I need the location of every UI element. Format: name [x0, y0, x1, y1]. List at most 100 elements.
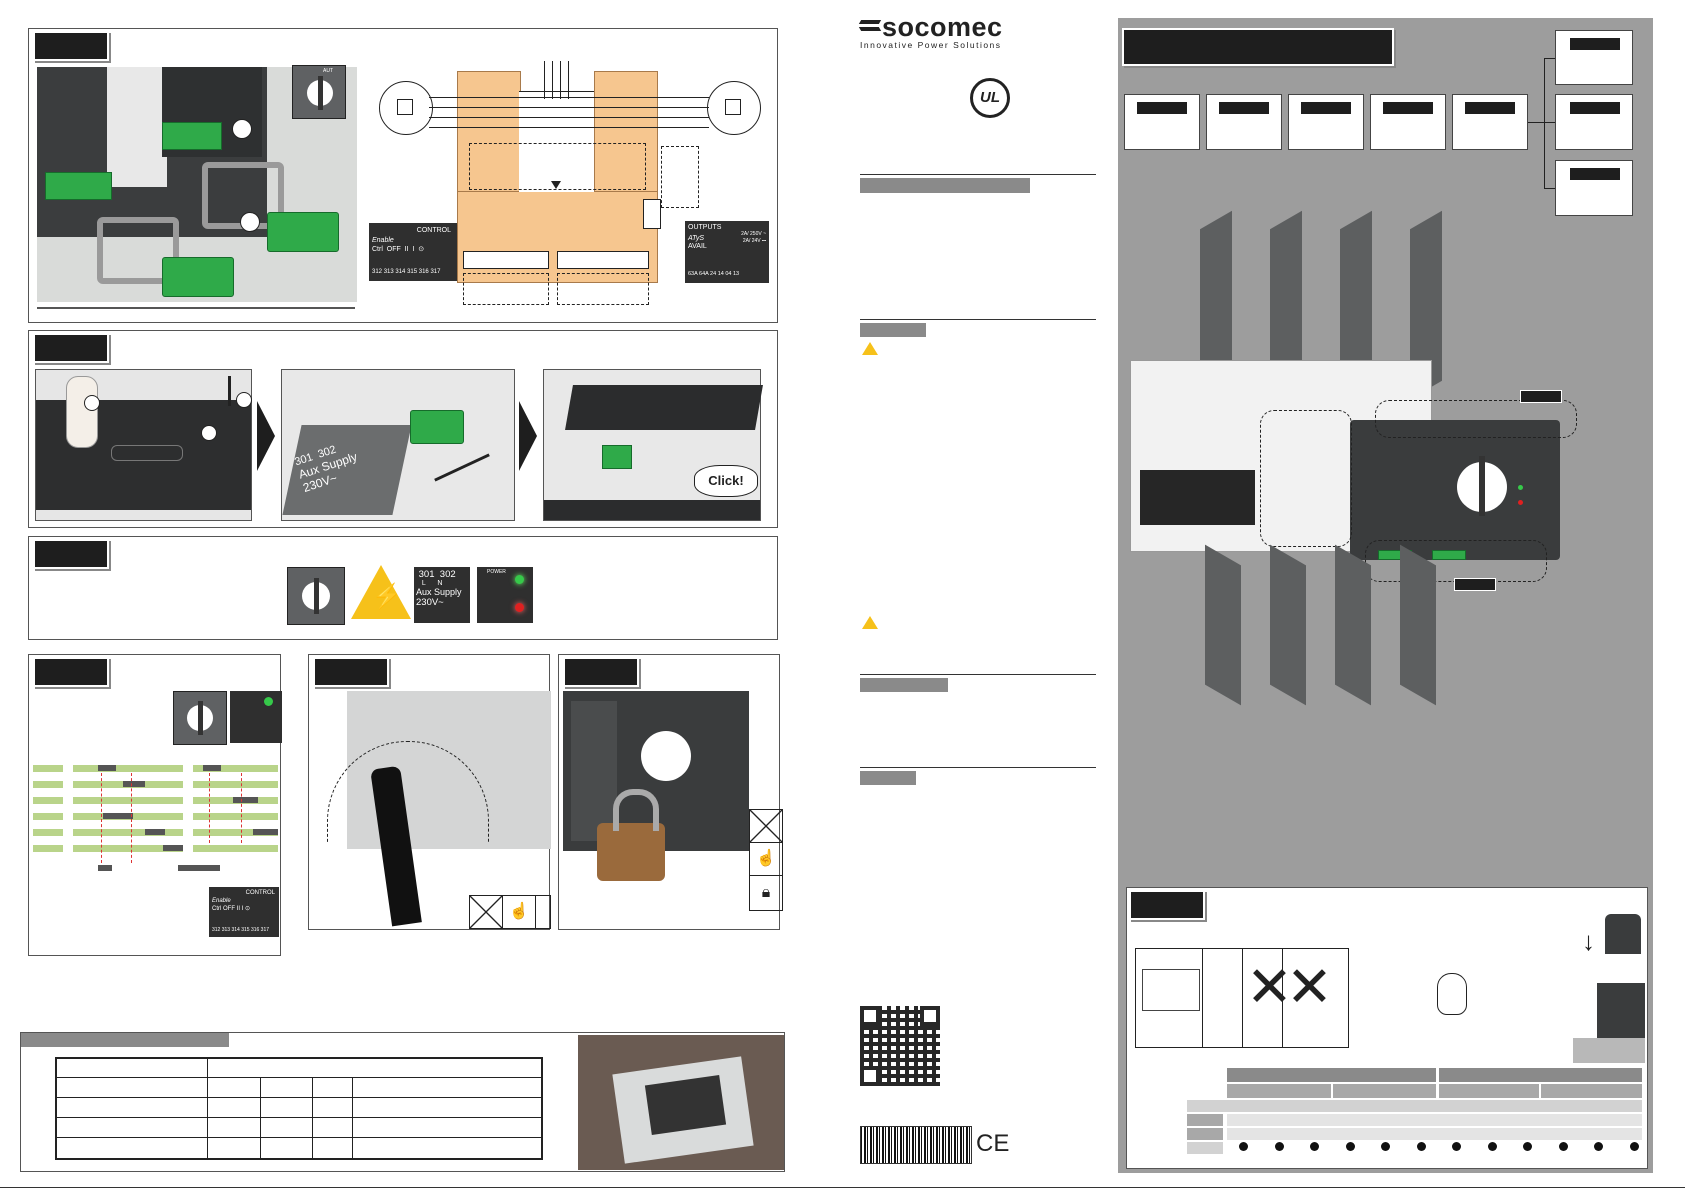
section-header	[313, 657, 389, 687]
aut-switch-icon: AUT	[292, 65, 346, 119]
compat-dot	[1594, 1142, 1604, 1151]
step-circle	[240, 212, 260, 232]
power-led-indicator: POWER	[477, 567, 533, 623]
divider	[860, 319, 1096, 320]
aut-switch-icon	[173, 691, 227, 745]
flow-box	[1555, 94, 1633, 150]
controller-module	[1350, 420, 1560, 560]
click-burst: Click!	[694, 465, 758, 497]
padlock-icon: 🔒︎	[749, 875, 783, 911]
flow-box	[1206, 94, 1282, 150]
source-circle-right	[707, 81, 761, 135]
section-header-bar	[860, 678, 948, 692]
divider	[860, 174, 1096, 175]
flow-connector	[1544, 58, 1545, 188]
lightning-bolt-icon: ⚡	[372, 583, 402, 610]
aux-supply-plug	[410, 410, 464, 444]
terminal-strip	[463, 251, 549, 269]
section-header	[33, 31, 109, 61]
control-terminal-label: CONTROL Enable Ctrl OFF II I ⊙ 312 313 3…	[369, 223, 457, 281]
module-removal-photo	[578, 1035, 784, 1170]
bracket-top	[1605, 914, 1641, 954]
section-header	[33, 657, 109, 687]
compat-dot	[1274, 1142, 1284, 1151]
control-terminal-label: CONTROL Enable Ctrl OFF II I ⊙ 312 313 3…	[209, 887, 279, 937]
compat-table	[1187, 1068, 1642, 1154]
flow-box	[1452, 94, 1528, 150]
forbidden-icon	[469, 895, 503, 929]
led-green	[515, 575, 524, 584]
padlock	[597, 823, 665, 881]
section-wiring-panel: AUT	[28, 28, 778, 323]
step-circle	[201, 425, 217, 441]
terminal-strip	[557, 251, 649, 269]
wiring-diagram	[369, 51, 769, 316]
keyhole-diagram	[1437, 973, 1467, 1015]
brand-name: socomec	[882, 12, 1003, 42]
section-power-panel: ⚡ 301 302 L N Aux Supply 230V~ POWER	[28, 536, 778, 640]
compat-dot	[1487, 1142, 1497, 1151]
flow-box	[1555, 160, 1633, 216]
table-header-bar	[21, 1033, 229, 1047]
compat-dot	[1452, 1142, 1462, 1151]
aut-switch-icon	[287, 567, 345, 625]
left-page: AUT	[18, 18, 785, 1178]
led-green	[264, 697, 273, 706]
flow-box	[1288, 94, 1364, 150]
compat-dot	[1239, 1142, 1248, 1151]
section-header	[563, 657, 639, 687]
step-circle	[84, 395, 100, 411]
divider	[860, 767, 1096, 768]
mounting-panel: ✕ ✕ ↓	[1126, 887, 1648, 1169]
flow-connector	[1528, 122, 1544, 123]
led-green	[1518, 485, 1523, 490]
aux-supply-label: 301 302 L N Aux Supply 230V~	[414, 567, 470, 623]
brand-tagline: Innovative Power Solutions	[860, 40, 1002, 50]
arrow-down-icon: ↓	[1582, 926, 1595, 956]
section-aux-supply-panel: 301 302 Aux Supply 230V~ Click!	[28, 330, 778, 528]
warning-icon	[862, 616, 878, 629]
aux-supply-plug	[602, 445, 632, 469]
compat-dot	[1345, 1142, 1355, 1151]
led-red	[1518, 500, 1523, 505]
terminal-cover	[97, 217, 179, 284]
compat-dot	[1416, 1142, 1426, 1151]
section-header-bar	[860, 178, 1030, 193]
section-header	[33, 333, 109, 363]
section-header-bar	[860, 323, 926, 337]
middle-column: socomec Innovative Power Solutions UL CE	[858, 12, 1098, 1178]
warning-icon	[862, 342, 878, 355]
divider	[860, 674, 1096, 675]
terminal-plug	[162, 257, 234, 297]
compat-dot	[1558, 1142, 1568, 1151]
forbidden-icon	[749, 809, 783, 843]
flow-box	[1124, 94, 1200, 150]
timing-diagram	[33, 765, 278, 875]
power-led-indicator	[230, 691, 282, 743]
step-arrow	[519, 401, 537, 471]
section-header	[1129, 890, 1205, 920]
fold-line	[0, 1187, 1685, 1188]
right-page-header	[1122, 28, 1394, 66]
spec-table	[55, 1057, 543, 1160]
ce-mark: CE	[976, 1130, 1010, 1157]
section-test-panel: CONTROL Enable Ctrl OFF II I ⊙ 312 313 3…	[28, 654, 282, 956]
compat-dots	[1239, 1142, 1639, 1154]
step-arrow	[257, 401, 275, 471]
controller-block-orange	[457, 191, 658, 283]
source-circle-left	[379, 81, 433, 135]
compat-dot	[1310, 1142, 1320, 1151]
not-allowed-mark: ✕	[1286, 955, 1333, 1018]
compat-dot	[1381, 1142, 1391, 1151]
terminal-plug	[45, 172, 112, 200]
compat-dot	[1523, 1142, 1533, 1151]
step-image-2: 301 302 Aux Supply 230V~	[281, 369, 515, 521]
barcode	[860, 1126, 972, 1164]
high-voltage-warning-icon	[351, 565, 411, 619]
led-red	[515, 603, 524, 612]
section-table-panel	[20, 1032, 785, 1172]
flow-box	[1370, 94, 1446, 150]
product-render	[1120, 200, 1650, 720]
section-header	[33, 539, 109, 569]
section-header-bar	[860, 771, 916, 785]
